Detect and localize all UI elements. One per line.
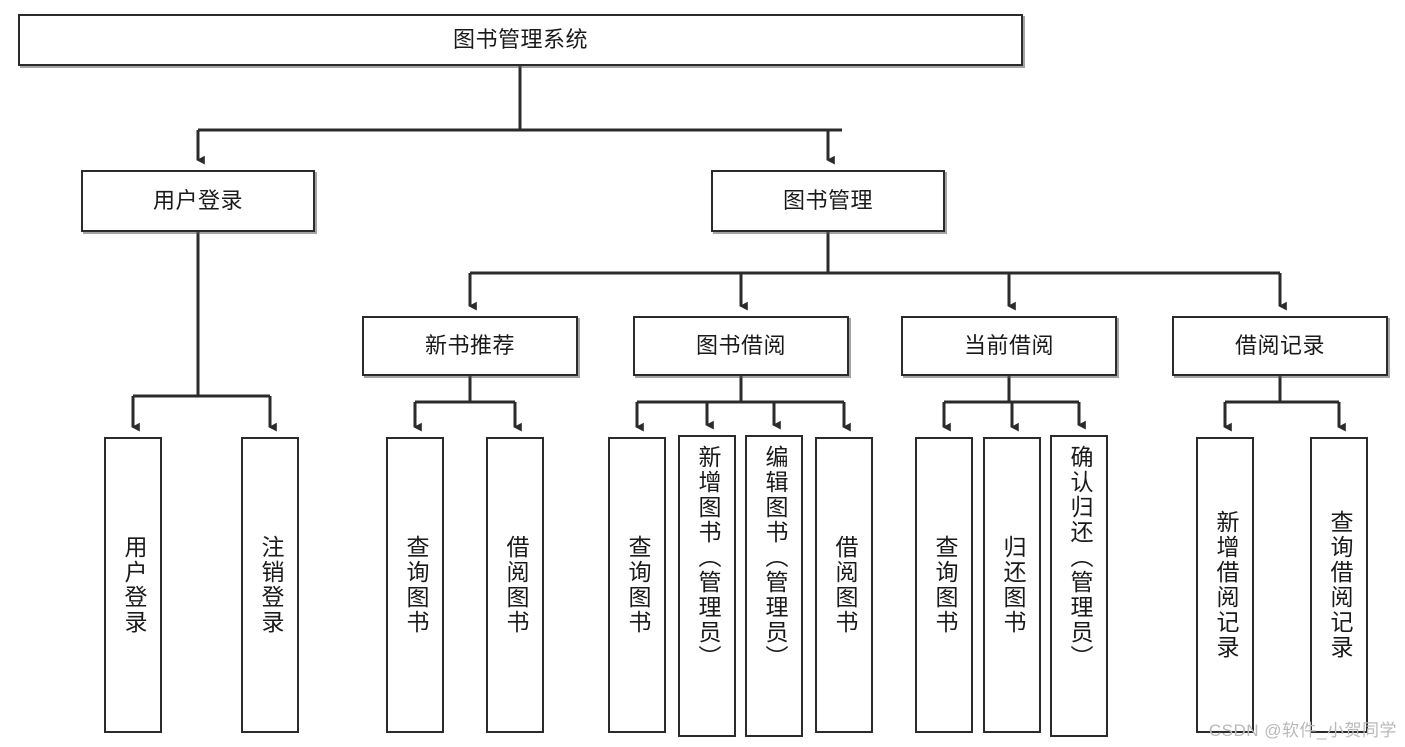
node-user-login-label: 用户登录 (152, 187, 243, 213)
node-current-borrow-label: 当前借阅 (963, 332, 1054, 358)
node-root[interactable]: 图书管理系统 (18, 14, 1023, 66)
node-book-borrow-label: 图书借阅 (695, 332, 786, 358)
node-borrow-record-label: 借阅记录 (1234, 332, 1325, 358)
node-root-label: 图书管理系统 (452, 26, 588, 52)
node-leaf-query-book-cur-label: 查询图书 (931, 535, 958, 635)
node-book-borrow[interactable]: 图书借阅 (633, 316, 849, 376)
node-leaf-add-borrow-record-label: 新增借阅记录 (1212, 510, 1239, 660)
node-leaf-user-login[interactable]: 用户登录 (104, 437, 162, 733)
node-leaf-logout-label: 注销登录 (257, 535, 284, 635)
node-leaf-query-borrow-record[interactable]: 查询借阅记录 (1310, 437, 1368, 733)
node-leaf-borrow-book[interactable]: 借阅图书 (815, 437, 873, 733)
node-leaf-confirm-return-admin-label: 确认归还（管理员） (1066, 445, 1093, 670)
node-leaf-query-book-rec-label: 查询图书 (402, 535, 429, 635)
node-leaf-edit-book-admin[interactable]: 编辑图书（管理员） (745, 435, 803, 737)
node-leaf-query-book-label: 查询图书 (624, 535, 651, 635)
node-leaf-query-book[interactable]: 查询图书 (608, 437, 666, 733)
node-leaf-add-book-admin[interactable]: 新增图书（管理员） (678, 435, 736, 737)
node-book-manage[interactable]: 图书管理 (711, 170, 945, 232)
node-current-borrow[interactable]: 当前借阅 (901, 316, 1117, 376)
node-leaf-borrow-book-label: 借阅图书 (831, 535, 858, 635)
node-leaf-query-book-cur[interactable]: 查询图书 (915, 437, 973, 733)
node-new-book-recommend-label: 新书推荐 (424, 332, 515, 358)
node-leaf-borrow-book-rec-label: 借阅图书 (502, 535, 529, 635)
node-borrow-record[interactable]: 借阅记录 (1172, 316, 1388, 376)
watermark-text: CSDN @软件_小贺同学 (1208, 721, 1397, 740)
node-leaf-borrow-book-rec[interactable]: 借阅图书 (486, 437, 544, 733)
node-leaf-add-book-admin-label: 新增图书（管理员） (694, 445, 721, 670)
node-leaf-query-borrow-record-label: 查询借阅记录 (1326, 510, 1353, 660)
node-leaf-query-book-rec[interactable]: 查询图书 (386, 437, 444, 733)
node-leaf-edit-book-admin-label: 编辑图书（管理员） (761, 445, 788, 670)
node-leaf-return-book[interactable]: 归还图书 (983, 437, 1041, 733)
node-leaf-user-login-label: 用户登录 (120, 535, 147, 635)
node-new-book-recommend[interactable]: 新书推荐 (362, 316, 578, 376)
node-leaf-return-book-label: 归还图书 (999, 535, 1026, 635)
node-book-manage-label: 图书管理 (782, 187, 873, 213)
node-leaf-confirm-return-admin[interactable]: 确认归还（管理员） (1050, 435, 1108, 737)
node-user-login[interactable]: 用户登录 (81, 170, 315, 232)
node-leaf-logout[interactable]: 注销登录 (241, 437, 299, 733)
node-leaf-add-borrow-record[interactable]: 新增借阅记录 (1196, 437, 1254, 733)
